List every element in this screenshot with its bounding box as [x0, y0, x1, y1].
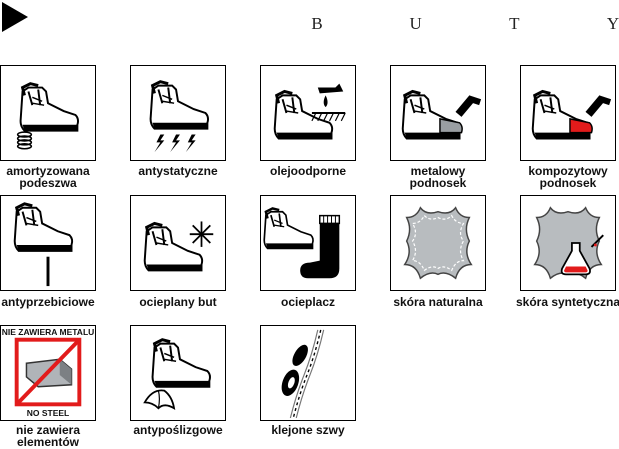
tile-antistatic [130, 65, 226, 161]
warm-sock-icon [262, 207, 341, 279]
tile-label: antyprzebiciowe [1, 295, 95, 309]
tile-no-steel: NIE ZAWIERA METALU NO STEEL [0, 325, 96, 421]
oil-resistant-icon [273, 83, 346, 140]
tile-label: klejone szwy [271, 423, 345, 437]
metal-toecap-icon [401, 89, 482, 140]
tile-label: olejoodporne [270, 164, 346, 178]
tile-label: skóra syntetyczna [515, 295, 619, 309]
antistatic-icon [149, 80, 210, 153]
tile-label: antystatyczne [138, 164, 218, 178]
page-heading: B U T Y [300, 14, 619, 34]
no-steel-icon [14, 337, 82, 407]
no-steel-caption: NO STEEL [26, 408, 70, 418]
tile-warm-sock [260, 195, 356, 291]
tile-shock-absorbing-sole [0, 65, 96, 161]
tile-insulated-boot [130, 195, 226, 291]
tile-natural-leather [390, 195, 486, 291]
heading-letter: Y [606, 14, 619, 33]
glued-seams-icon [281, 329, 325, 419]
anti-puncture-icon [13, 202, 74, 287]
insulated-boot-icon [143, 221, 214, 272]
heading-letter: T [509, 14, 520, 33]
natural-leather-icon [403, 206, 473, 280]
heading-letter: U [409, 14, 422, 33]
composite-toecap-icon [531, 89, 612, 140]
tile-anti-puncture [0, 195, 96, 291]
tile-label: ocieplacz [280, 295, 336, 309]
tile-label: ocieplany but [139, 295, 217, 309]
tile-glued-seams [260, 325, 356, 421]
tile-synthetic-leather [520, 195, 616, 291]
anti-slip-icon [143, 338, 212, 410]
shock-absorbing-sole-icon [16, 82, 80, 150]
tile-label: skóra naturalna [393, 295, 483, 309]
tile-oil-resistant [260, 65, 356, 161]
tile-composite-toecap [520, 65, 616, 161]
no-metal-caption: NIE ZAWIERA METALU [1, 327, 95, 337]
heading-letter: B [311, 14, 323, 33]
tile-anti-slip [130, 325, 226, 421]
play-arrow-icon [2, 2, 28, 32]
tile-metal-toecap [390, 65, 486, 161]
synthetic-leather-icon [533, 206, 604, 280]
tile-label: antypoślizgowe [133, 423, 223, 437]
